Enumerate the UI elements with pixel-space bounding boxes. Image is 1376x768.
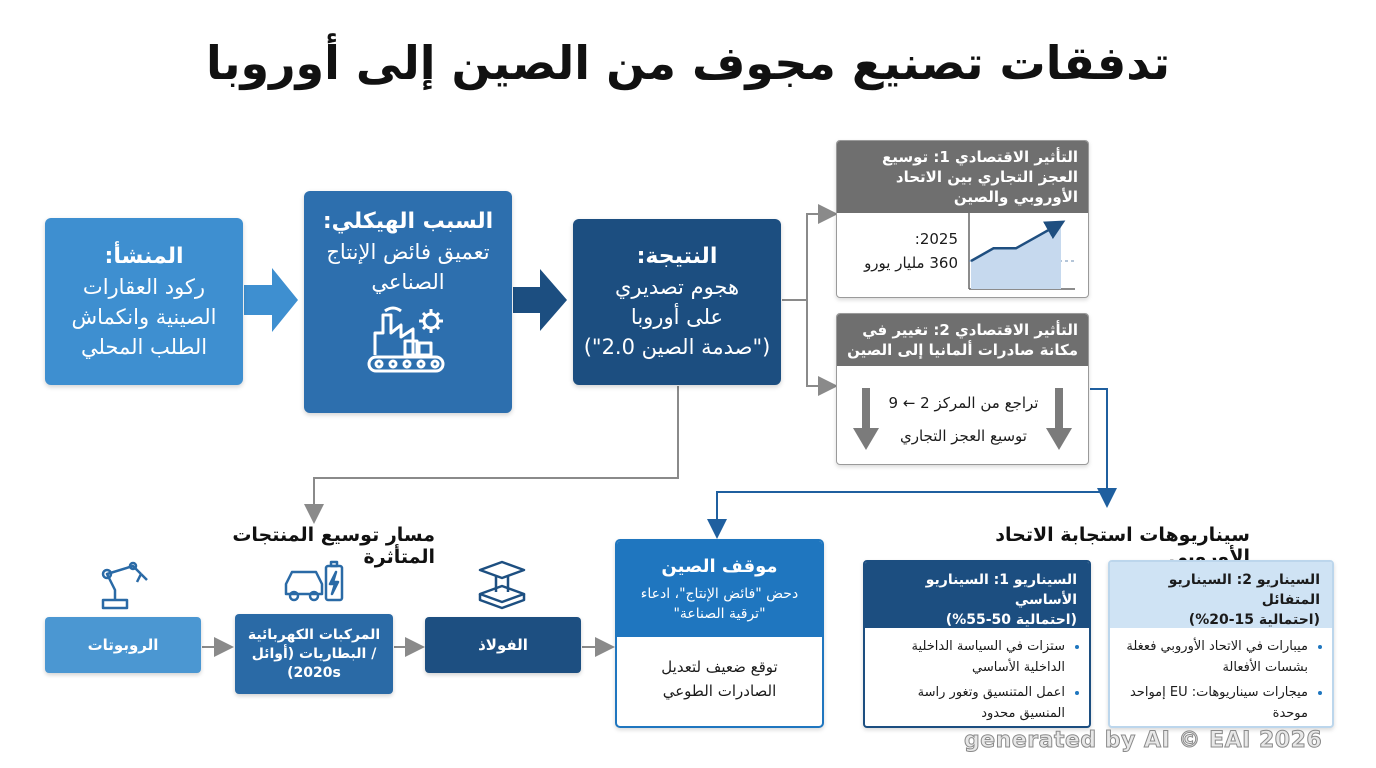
watermark: generated by AI © EAI 2026 bbox=[963, 728, 1323, 754]
result-line1: هجوم تصديري bbox=[614, 275, 740, 299]
result-box: النتيجة: هجوم تصديري على أوروبا ("صدمة ا… bbox=[573, 219, 781, 385]
impact2-rank-change: تراجع من المركز 2 ← 9 bbox=[888, 394, 1039, 412]
china-position-header: موقف الصين دحض "فائض الإنتاج"، ادعاء "تر… bbox=[617, 541, 822, 637]
scenario2-heading: السيناريو 2: السيناريو المتفائل bbox=[1168, 572, 1320, 608]
products-section-title: مسار توسيع المنتجات المتأثرة bbox=[232, 524, 435, 568]
china-position-card: موقف الصين دحض "فائض الإنتاج"، ادعاء "تر… bbox=[615, 539, 824, 728]
cause-heading: السبب الهيكلي: bbox=[322, 209, 494, 234]
scenario1-probability: (احتمالية 50-55%) bbox=[945, 612, 1077, 628]
list-item: ميبارات في الاتحاد الأوروبي فعغلة بشسات … bbox=[1116, 636, 1308, 678]
connector-result-to-impact2 bbox=[806, 300, 838, 396]
china-position-subtitle: دحض "فائض الإنتاج"، ادعاء "ترقية الصناعة… bbox=[640, 586, 799, 622]
robot-arm-icon bbox=[101, 561, 148, 610]
list-item: ستزات في السياسة الداخلية الداخلية الأسا… bbox=[871, 636, 1065, 678]
impact1-card: التأثير الاقتصادي 1: توسيع العجز التجاري… bbox=[836, 140, 1089, 298]
list-item: ميجارات سيناريوهات: EU إمواحد موحدة bbox=[1116, 682, 1308, 724]
impact2-deficit: توسيع العجز التجاري bbox=[900, 427, 1027, 445]
robots-box: الروبوتات bbox=[45, 617, 201, 673]
scenario1-heading: السيناريو 1: السيناريو الأساسي bbox=[925, 572, 1077, 608]
scenario2-bullets: ميبارات في الاتحاد الأوروبي فعغلة بشسات … bbox=[1110, 636, 1332, 724]
result-line2: على أوروبا bbox=[630, 305, 724, 329]
steel-box: الفولاذ bbox=[425, 617, 581, 673]
down-arrow-icon bbox=[1046, 388, 1072, 450]
origin-body: ركود العقارات الصينية وانكماش الطلب المح… bbox=[71, 274, 217, 359]
connector-result-to-impact1 bbox=[782, 204, 838, 301]
china-position-title: موقف الصين bbox=[661, 556, 778, 577]
ev-batteries-box: المركبات الكهربائية / البطاريات (أوائل 2… bbox=[235, 614, 393, 694]
china-position-body: توقع ضعيف لتعديل الصادرات الطوعي bbox=[661, 658, 778, 700]
down-arrow-icon bbox=[853, 388, 879, 450]
impact1-value-block: 2025: 360 مليار يورو bbox=[864, 227, 958, 275]
arrow-cause-to-result bbox=[513, 269, 567, 331]
list-item: اعمل المتنسيق وتغور راسة المنسيق محدود bbox=[871, 682, 1065, 724]
result-line3: ("صدمة الصين 2.0") bbox=[583, 335, 771, 359]
trend-line bbox=[970, 220, 1066, 263]
impact1-heading: التأثير الاقتصادي 1: توسيع العجز التجاري… bbox=[837, 141, 1088, 213]
factory-gear-icon bbox=[367, 306, 445, 373]
scenario2-header: السيناريو 2: السيناريو المتفائل (احتمالي… bbox=[1110, 562, 1332, 628]
steel-label: الفولاذ bbox=[478, 636, 528, 654]
scenario1-card: السيناريو 1: السيناريو الأساسي (احتمالية… bbox=[863, 560, 1091, 728]
arrow-origin-to-cause bbox=[244, 268, 298, 332]
impact1-value: 360 مليار يورو bbox=[864, 254, 958, 272]
scenario2-card: السيناريو 2: السيناريو المتفائل (احتمالي… bbox=[1108, 560, 1334, 728]
impact2-card: التأثير الاقتصادي 2: تغيير في مكانة صادر… bbox=[836, 313, 1089, 465]
trade-deficit-trend-chart bbox=[968, 213, 1075, 290]
ev-battery-icon bbox=[284, 560, 344, 602]
result-heading: النتيجة: bbox=[636, 244, 718, 269]
trend-area bbox=[971, 223, 1061, 289]
scenario1-bullets: ستزات في السياسة الداخلية الداخلية الأسا… bbox=[865, 636, 1089, 724]
page-title: تدفقات تصنيع مجوف من الصين إلى أوروبا bbox=[205, 36, 1171, 90]
cause-body: تعميق فائض الإنتاج الصناعي bbox=[326, 240, 490, 294]
impact2-heading: التأثير الاقتصادي 2: تغيير في مكانة صادر… bbox=[837, 314, 1088, 366]
ev-batteries-label: المركبات الكهربائية / البطاريات (أوائل 2… bbox=[247, 626, 381, 681]
origin-box: المنشأ: ركود العقارات الصينية وانكماش ال… bbox=[45, 218, 243, 385]
scenario1-header: السيناريو 1: السيناريو الأساسي (احتمالية… bbox=[865, 562, 1089, 628]
scenario2-probability: (احتمالية 15-20%) bbox=[1188, 612, 1320, 628]
cause-box: السبب الهيكلي: تعميق فائض الإنتاج الصناع… bbox=[304, 191, 512, 413]
steel-beam-icon bbox=[478, 560, 526, 610]
robots-label: الروبوتات bbox=[87, 636, 159, 654]
connector-result-to-products bbox=[304, 386, 679, 524]
origin-heading: المنشأ: bbox=[104, 243, 184, 269]
impact1-year: 2025: bbox=[914, 230, 958, 248]
